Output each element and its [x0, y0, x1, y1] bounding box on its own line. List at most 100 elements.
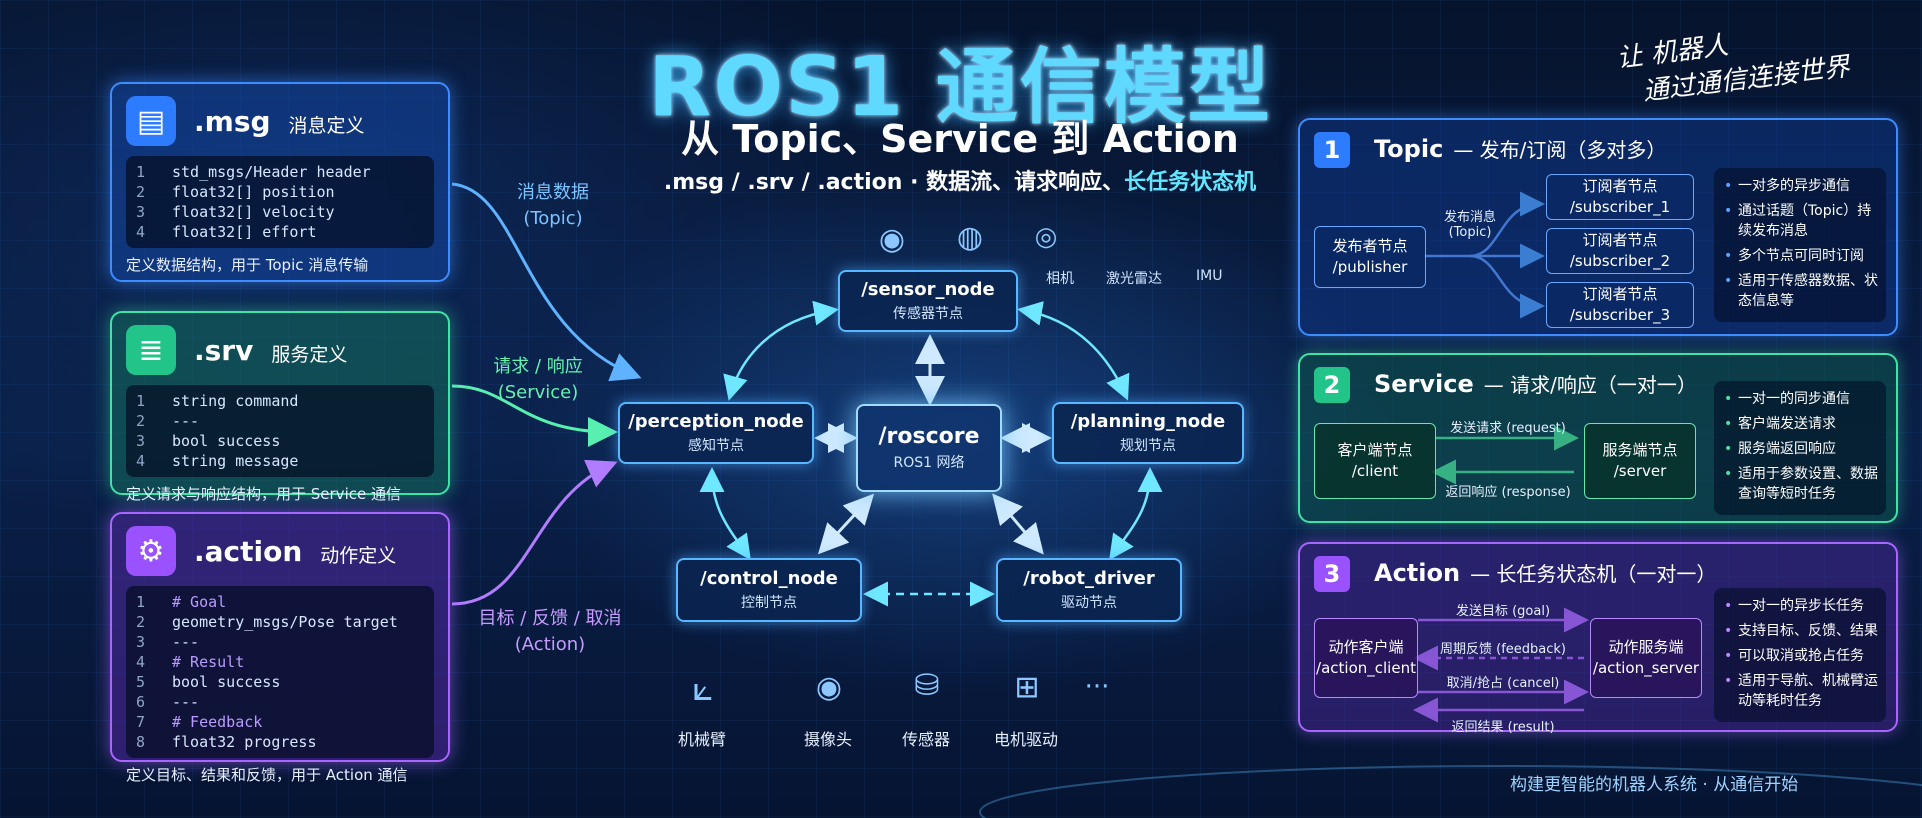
publish-arrow-label: 发布消息 (Topic)	[1430, 206, 1510, 240]
service-feature-list: 一对一的同步通信 客户端发送请求 服务端返回响应 适用于参数设置、数据查询等短时…	[1714, 381, 1886, 515]
hardware-label-motor: 电机驱动	[993, 730, 1058, 749]
box-line: /publisher	[1332, 258, 1408, 276]
code-text: bool success	[172, 432, 281, 450]
camera-icon: ◉	[815, 670, 843, 705]
feature-item: 服务端返回响应	[1724, 439, 1878, 459]
topic-branch-1	[1469, 191, 1545, 258]
planning-node[interactable]: /planning_node 规划节点	[1052, 402, 1244, 464]
lidar-icon: ◍	[956, 220, 984, 255]
edge-roscore-control	[817, 493, 875, 555]
srv-card-name: .srv	[194, 333, 254, 367]
line-number: 1	[136, 593, 146, 611]
msg-card-header: ▤ .msg 消息定义	[126, 96, 434, 146]
action-card-header: ⚙ .action 动作定义	[126, 526, 434, 576]
code-line: 7# Feedback	[136, 712, 424, 732]
line-number: 4	[136, 452, 146, 470]
code-text: float32 progress	[172, 733, 317, 751]
msg-card-name: .msg	[194, 104, 271, 138]
sensor-node[interactable]: /sensor_node 传感器节点	[838, 270, 1018, 332]
feedback-label: 周期反馈 (feedback)	[1440, 642, 1566, 657]
box-line: 发布者节点	[1332, 237, 1408, 255]
node-name: /sensor_node	[861, 279, 995, 300]
code-text: std_msgs/Header header	[172, 163, 371, 181]
action-server-box: 动作服务端 /action_server	[1590, 618, 1702, 698]
server-node-box: 服务端节点 /server	[1584, 423, 1696, 499]
page-subtitle: 从 Topic、Service 到 Action	[681, 117, 1239, 161]
srv-card-header: ≣ .srv 服务定义	[126, 325, 434, 375]
service-flow-curve	[451, 384, 618, 447]
control-node[interactable]: /control_node 控制节点	[676, 558, 862, 622]
perception-node[interactable]: /perception_node 感知节点	[618, 402, 814, 464]
cancel-label: 取消/抢占 (cancel)	[1446, 676, 1560, 691]
line-number: 5	[136, 673, 146, 691]
code-line: 1 # Goal	[136, 592, 424, 612]
code-comment: # Feedback	[172, 713, 263, 731]
node-cn: 驱动节点	[1061, 595, 1117, 611]
code-comment: # Result	[172, 653, 245, 671]
box-line: /subscriber_3	[1569, 306, 1671, 324]
action-flow-label: 目标 / 反馈 / 取消 (Action)	[470, 606, 630, 658]
service-flow-label: 请求 / 响应 (Service)	[478, 354, 598, 406]
service-panel-number: 2	[1314, 367, 1350, 403]
subscriber-node-box: 订阅者节点 /subscriber_2	[1546, 228, 1694, 274]
line-number: 1	[136, 392, 146, 410]
box-line: /subscriber_2	[1569, 252, 1671, 270]
node-name: /planning_node	[1070, 411, 1226, 432]
node-name: /robot_driver	[1023, 568, 1155, 589]
box-line: /action_client	[1316, 659, 1416, 677]
feature-item: 适用于参数设置、数据查询等短时任务	[1724, 464, 1878, 504]
code-line: 4# Result	[136, 652, 424, 672]
line-number: 3	[136, 633, 146, 651]
code-text: float32[] velocity	[172, 203, 335, 221]
edge-sensor-planning	[1017, 301, 1130, 401]
flow-label-line: 请求 / 响应	[493, 356, 583, 377]
camera-icon: ◉	[878, 222, 906, 257]
box-line: 订阅者节点	[1582, 177, 1658, 195]
action-panel-title: Action— 长任务状态机（一对一）	[1374, 558, 1716, 587]
edge-perception-control	[699, 467, 751, 561]
msg-card-description: 定义数据结构，用于 Topic 消息传输	[126, 256, 369, 274]
panel-title-sub: — 发布/订阅（多对多）	[1453, 138, 1667, 162]
box-line: /subscriber_1	[1569, 198, 1671, 216]
page-title: ROS1 通信模型	[648, 40, 1272, 135]
line-number: 2	[136, 412, 146, 430]
hardware-label-sensor: 传感器	[901, 730, 950, 749]
action-card-description: 定义目标、结果和反馈，用于 Action 通信	[126, 766, 408, 784]
box-line: /action_server	[1592, 659, 1700, 677]
code-line: 5 bool success	[136, 672, 424, 692]
sensor-label-camera: 相机	[1046, 271, 1074, 287]
code-comment: # Goal	[172, 593, 227, 611]
response-label: 返回响应 (response)	[1445, 485, 1571, 500]
node-cn: 传感器节点	[893, 306, 963, 322]
panel-title-text: Service	[1374, 370, 1474, 398]
box-line: /client	[1351, 462, 1399, 480]
panel-title-text: Topic	[1374, 135, 1444, 163]
robot-driver-node[interactable]: /robot_driver 驱动节点	[996, 558, 1182, 622]
edge-roscore-driver	[992, 493, 1044, 555]
roscore-node[interactable]: /roscore ROS1 网络	[856, 404, 1002, 492]
box-line: 客户端节点	[1337, 441, 1413, 459]
footer-slogan: 构建更智能的机器人系统 · 从通信开始	[1510, 775, 1799, 795]
code-line: 6---	[136, 692, 424, 712]
code-text: geometry_msgs/Pose target	[172, 613, 398, 631]
srv-card-cn: 服务定义	[271, 343, 348, 366]
sensor-icon: ⛁	[914, 668, 940, 703]
document-lines-icon: ≣	[126, 325, 176, 375]
box-line: /server	[1613, 462, 1667, 480]
code-text: ---	[172, 412, 200, 430]
code-text: bool success	[172, 673, 281, 691]
page-tagline: .msg / .srv / .action · 数据流、请求响应、长任务状态机	[560, 164, 1360, 196]
box-line: 订阅者节点	[1582, 231, 1658, 249]
node-name: /roscore	[878, 424, 980, 449]
line-number: 2	[136, 613, 146, 631]
topic-panel: 1 Topic— 发布/订阅（多对多） 发布者节点 /publisher 发布消…	[1298, 118, 1898, 336]
action-definition-card: ⚙ .action 动作定义 1 # Goal 2 geometry_msgs/Po…	[110, 512, 450, 784]
line-number: 6	[136, 693, 146, 711]
panel-title-text: Action	[1374, 559, 1461, 587]
line-number: 8	[136, 733, 146, 751]
